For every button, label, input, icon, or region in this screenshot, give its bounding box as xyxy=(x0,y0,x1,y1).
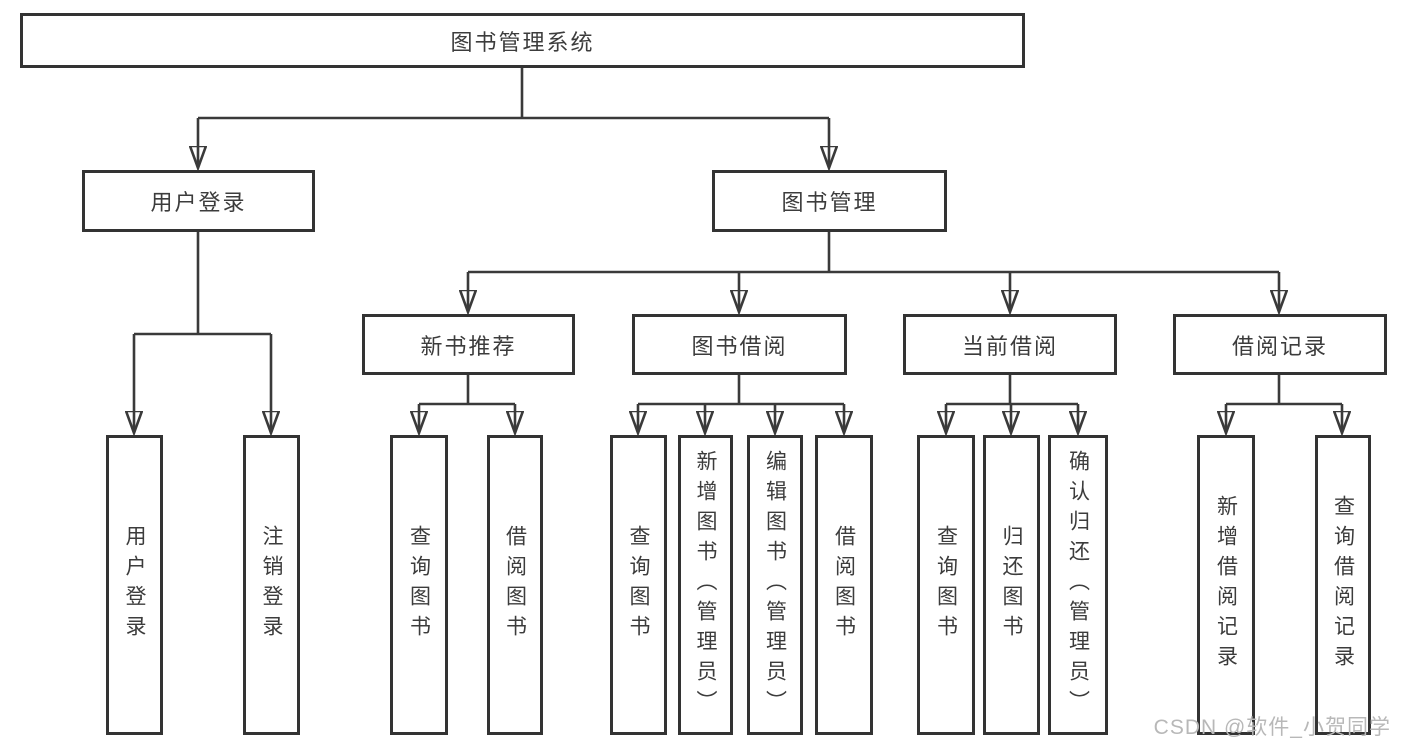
node-book-management: 图书管理 xyxy=(712,170,947,232)
node-root-label: 图书管理系统 xyxy=(450,29,595,55)
leaf-newbook-borrow-books-label: 借阅图书 xyxy=(503,525,527,645)
leaf-borrow-query-books: 查询图书 xyxy=(610,435,667,735)
node-book-borrowing-label: 图书借阅 xyxy=(691,333,788,359)
node-current-borrowing-label: 当前借阅 xyxy=(961,333,1058,359)
node-new-book-recommend: 新书推荐 xyxy=(362,314,575,375)
node-user-login-label: 用户登录 xyxy=(150,190,247,215)
csdn-watermark: CSDN @软件_小贺同学 xyxy=(1153,716,1391,739)
leaf-borrow-borrow-books: 借阅图书 xyxy=(815,435,873,735)
node-root-system: 图书管理系统 xyxy=(20,13,1025,68)
node-borrowing-records: 借阅记录 xyxy=(1173,314,1387,375)
leaf-user-login-label: 用户登录 xyxy=(123,525,146,645)
leaf-records-add-record: 新增借阅记录 xyxy=(1197,435,1255,735)
leaf-newbook-query-books: 查询图书 xyxy=(390,435,448,735)
leaf-logout: 注销登录 xyxy=(243,435,300,735)
leaf-newbook-query-books-label: 查询图书 xyxy=(407,525,431,645)
leaf-current-query-books: 查询图书 xyxy=(917,435,975,735)
leaf-borrow-edit-books-admin-label: 编辑图书（管理员） xyxy=(763,450,787,720)
leaf-user-login: 用户登录 xyxy=(106,435,163,735)
leaf-borrow-add-books-admin: 新增图书（管理员） xyxy=(678,435,733,735)
leaf-newbook-borrow-books: 借阅图书 xyxy=(487,435,543,735)
connector-bus xyxy=(134,67,1342,406)
leaf-borrow-borrow-books-label: 借阅图书 xyxy=(832,525,856,645)
leaf-records-query-record: 查询借阅记录 xyxy=(1315,435,1371,735)
leaf-current-confirm-return-admin-label: 确认归还（管理员） xyxy=(1066,450,1090,720)
node-borrowing-records-label: 借阅记录 xyxy=(1231,333,1328,359)
leaf-current-query-books-label: 查询图书 xyxy=(934,525,958,645)
node-current-borrowing: 当前借阅 xyxy=(903,314,1117,375)
node-book-borrowing: 图书借阅 xyxy=(632,314,847,375)
node-new-book-recommend-label: 新书推荐 xyxy=(420,333,517,359)
node-user-login: 用户登录 xyxy=(82,170,315,232)
leaf-logout-label: 注销登录 xyxy=(260,525,283,645)
leaf-current-confirm-return-admin: 确认归还（管理员） xyxy=(1048,435,1108,735)
leaf-borrow-edit-books-admin: 编辑图书（管理员） xyxy=(747,435,803,735)
leaf-records-add-record-label: 新增借阅记录 xyxy=(1214,495,1238,675)
leaf-current-return-books: 归还图书 xyxy=(983,435,1040,735)
leaf-borrow-add-books-admin-label: 新增图书（管理员） xyxy=(694,450,717,720)
leaf-borrow-query-books-label: 查询图书 xyxy=(627,525,650,645)
leaf-records-query-record-label: 查询借阅记录 xyxy=(1331,495,1355,675)
node-book-management-label: 图书管理 xyxy=(781,190,878,215)
leaf-current-return-books-label: 归还图书 xyxy=(1000,525,1023,645)
